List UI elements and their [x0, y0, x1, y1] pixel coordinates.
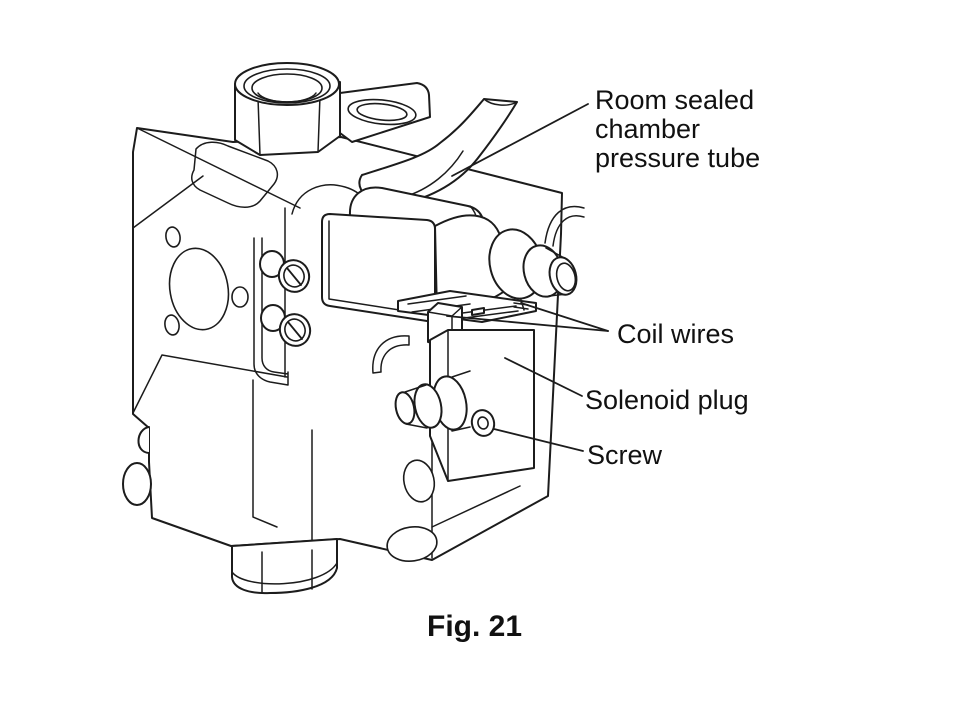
outlet-nut-facets [262, 550, 312, 592]
armature-nose-face [554, 261, 578, 293]
outlet-nut-body [232, 539, 337, 593]
spigot-disc-mid [411, 382, 446, 430]
front-port-hole [400, 457, 438, 504]
leader-lines [447, 104, 608, 451]
plate-bottom-edge [133, 355, 287, 413]
plate-top-edge [133, 176, 203, 228]
body-corner-arc [545, 206, 584, 246]
plug-block [430, 330, 534, 481]
label-pressure-tube-line3: pressure tube [595, 143, 761, 173]
bracket-hook-arcs [373, 336, 409, 373]
nut-thread-arc [258, 93, 316, 102]
lower-step-edge [253, 380, 277, 527]
screw2-slot [288, 322, 302, 339]
coil-wire-1 [455, 306, 516, 314]
plate-hole-right [232, 287, 248, 307]
adjustment-screws [254, 238, 315, 385]
left-boss-small [138, 427, 149, 453]
strap [254, 238, 288, 385]
bottom-right-face-edge [432, 486, 520, 527]
wire-nub [472, 308, 484, 315]
label-screw: Screw [587, 440, 663, 470]
leader-solenoid-plug [505, 358, 582, 396]
nut-facet-left [258, 98, 260, 155]
spigot-nose-sides [405, 385, 427, 428]
label-pressure-tube-line2: chamber [595, 114, 701, 144]
plate-hole-bottom [163, 314, 180, 336]
lug-slot-inner [356, 101, 407, 122]
label-solenoid-plug: Solenoid plug [585, 385, 749, 415]
top-left-boss [192, 142, 278, 207]
leader-coil-wires-b [447, 316, 608, 331]
solenoid-coil [322, 188, 584, 373]
leader-coil-wires-a [521, 303, 608, 331]
label-pressure-tube-line1: Room sealed [595, 85, 755, 115]
figure-caption: Fig. 21 [427, 610, 523, 643]
under-boss [385, 524, 439, 565]
spigot-nose-end [393, 390, 417, 425]
inlet-nut [235, 63, 340, 155]
left-boss-large [123, 463, 151, 505]
label-pressure-tube: Room sealed chamber pressure tube [595, 86, 760, 173]
screw1-slot [287, 268, 301, 285]
nut-thread-ring2 [252, 74, 322, 102]
label-coil-wires: Coil wires [617, 319, 735, 349]
tube-end-cap [484, 99, 517, 105]
leader-pressure-tube [452, 104, 588, 176]
outlet-nut-rim [232, 563, 337, 584]
coil-plate-inner-edges [329, 221, 425, 314]
body-top-edge [137, 128, 300, 208]
nut-facet-right [318, 96, 320, 152]
outlet-nut [232, 539, 337, 593]
plate-large-hole [163, 244, 234, 335]
solenoid-plug-drawing [393, 330, 534, 481]
plate-hole-top [164, 226, 181, 248]
leader-screw [494, 429, 583, 451]
plug-screw-inner [477, 416, 490, 430]
mounting-lug [340, 83, 430, 142]
